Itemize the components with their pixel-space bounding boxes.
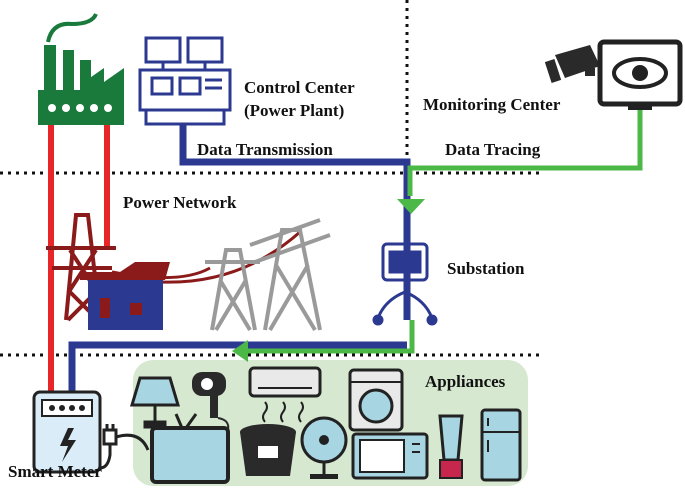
cctv-camera-icon xyxy=(544,45,600,84)
control-center-label-line2: (Power Plant) xyxy=(244,101,345,120)
grey-transmission-tower-icon xyxy=(205,218,331,332)
data-transmission-line xyxy=(68,125,411,392)
control-center-icon xyxy=(138,36,232,126)
hair-dryer-icon xyxy=(192,372,230,431)
tracing-arrow-left xyxy=(232,340,248,362)
data-transmission-label: Data Transmission xyxy=(197,140,333,159)
house-icon xyxy=(80,262,170,330)
control-center-label-line1: Control Center xyxy=(244,78,355,97)
rice-cooker-icon xyxy=(240,424,296,476)
air-conditioner-icon xyxy=(248,366,322,423)
power-lines xyxy=(48,125,110,392)
monitoring-center-label: Monitoring Center xyxy=(423,95,561,114)
smart-meter-icon xyxy=(32,390,102,474)
plug-icon xyxy=(99,424,150,470)
red-transmission-tower-icon xyxy=(46,213,116,322)
substation-label: Substation xyxy=(447,259,525,278)
substation-icon xyxy=(372,242,438,326)
tv-icon xyxy=(150,413,230,484)
washing-machine-icon xyxy=(348,368,404,432)
refrigerator-icon xyxy=(480,408,522,482)
fan-icon xyxy=(300,416,348,479)
factory-icon xyxy=(38,13,124,125)
zone-dividers xyxy=(0,0,540,357)
appliances-label: Appliances xyxy=(425,372,506,391)
data-tracing-line xyxy=(238,108,643,354)
power-network-label: Power Network xyxy=(123,193,237,212)
smart-meter-label: Smart Meter xyxy=(8,462,102,481)
microwave-icon xyxy=(351,432,429,480)
tracing-arrow-down xyxy=(397,199,425,214)
monitor-eye-icon xyxy=(597,39,683,110)
data-tracing-label: Data Tracing xyxy=(445,140,541,159)
blender-icon xyxy=(438,414,464,479)
